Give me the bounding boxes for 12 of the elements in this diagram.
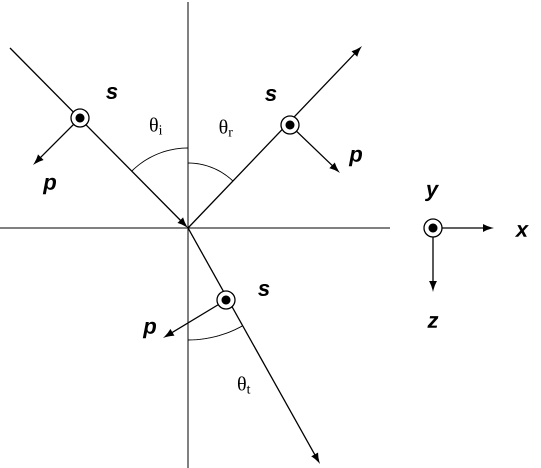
symbol-label: p xyxy=(348,150,362,166)
symbol-label: s xyxy=(106,86,118,99)
symbol-label: y xyxy=(424,184,440,202)
symbol-label: s xyxy=(265,88,276,101)
symbol-label: x xyxy=(514,225,529,237)
symbol-label: p xyxy=(142,322,156,338)
angle-label: θ$_{r}$ xyxy=(220,119,233,137)
symbol-label: z xyxy=(427,316,438,328)
angle-label: θ$_{i}$ xyxy=(150,117,162,135)
symbol-label: s xyxy=(258,284,270,296)
symbol-label: p xyxy=(42,178,56,194)
angle-label: θ$_{t}$ xyxy=(238,376,250,394)
